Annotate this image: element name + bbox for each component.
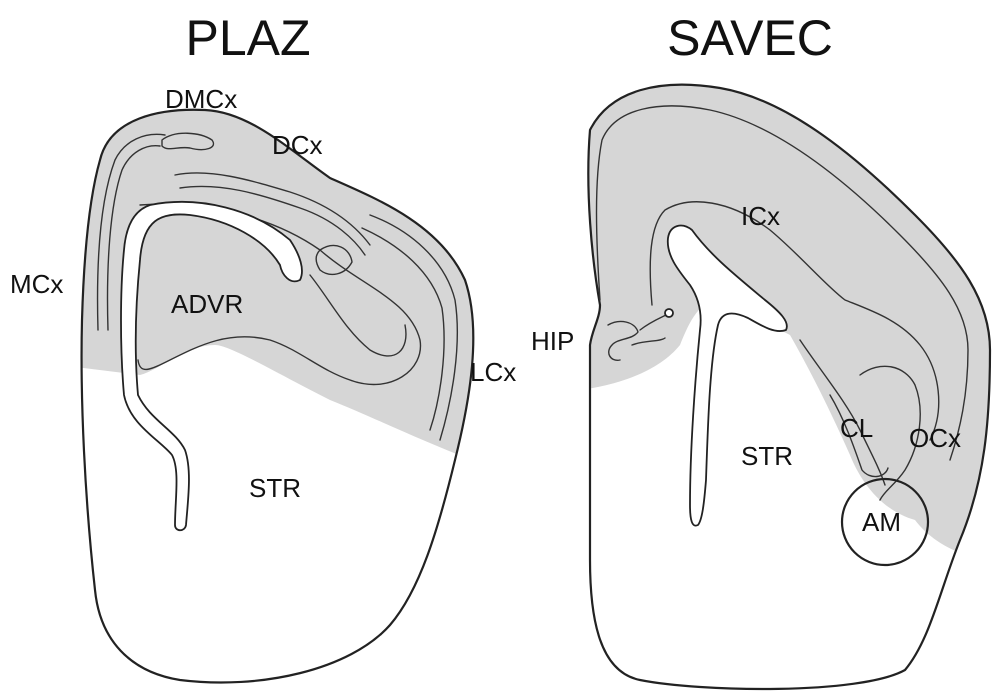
plaz-title: PLAZ: [185, 10, 310, 66]
plaz-panel: PLAZ DMCx DCx MCx ADVR: [10, 10, 516, 683]
plaz-section: [60, 100, 500, 683]
savec-label-hip: HIP: [531, 326, 574, 356]
plaz-label-advr: ADVR: [171, 289, 243, 319]
savec-label-cl: CL: [840, 413, 873, 443]
plaz-label-mcx: MCx: [10, 269, 63, 299]
savec-label-ocx: OCx: [909, 423, 961, 453]
savec-label-str: STR: [741, 441, 793, 471]
savec-panel: SAVEC ICx HIP STR: [531, 10, 1002, 689]
plaz-label-dmcx: DMCx: [165, 84, 237, 114]
savec-section: [570, 70, 1002, 689]
savec-label-am: AM: [862, 507, 901, 537]
plaz-label-dcx: DCx: [272, 130, 323, 160]
savec-label-icx: ICx: [741, 201, 780, 231]
savec-title: SAVEC: [667, 10, 833, 66]
savec-ventricle-tip: [665, 309, 673, 317]
plaz-label-lcx: LCx: [470, 357, 516, 387]
plaz-label-str: STR: [249, 473, 301, 503]
savec-shaded-cortex: [570, 70, 1002, 560]
